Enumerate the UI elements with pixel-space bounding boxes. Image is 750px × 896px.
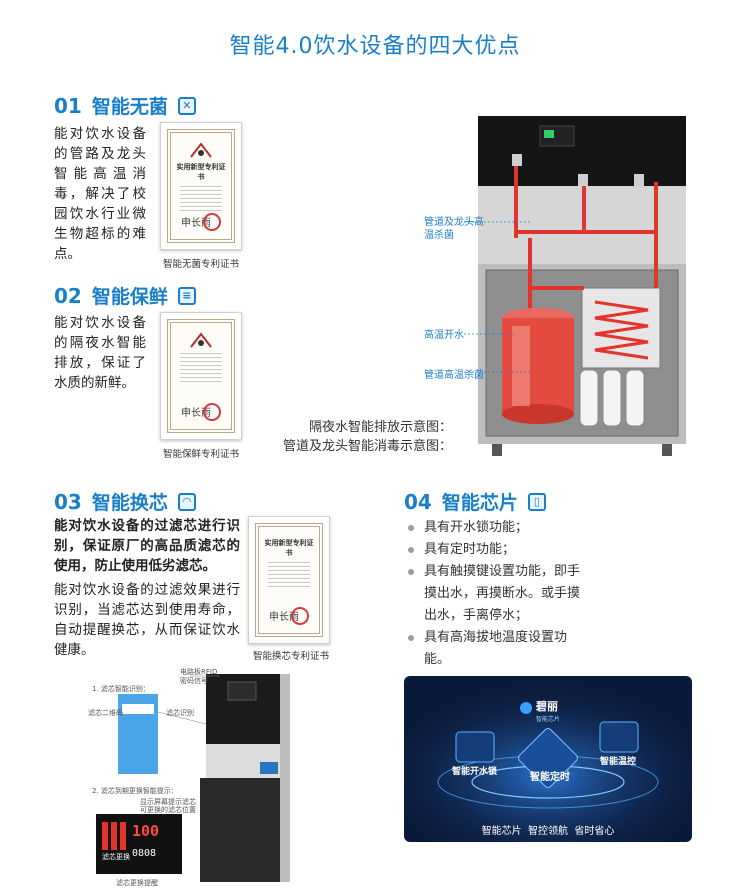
chip-slogan: 智能芯片 智控领航 省时省心	[481, 826, 615, 837]
tablet-icon: ▯	[527, 492, 546, 511]
section-title: 智能芯片	[441, 492, 518, 514]
certificate-signature: 申长雨	[181, 218, 211, 229]
chip-tile-lock: 智能开水锁	[452, 767, 498, 777]
label-hot-water: 高温开水	[424, 330, 464, 341]
filter-machine-illustration: 电路板RFID 密码信号 1. 滤芯智能识别： 滤芯二维码 滤芯识别 2. 滤芯…	[80, 664, 330, 890]
list-item: 具有定时功能；	[404, 539, 580, 561]
rfid-label: 电路板RFID 密码信号	[180, 668, 218, 685]
patent-certificate-01: 实用新型专利证书 申长雨	[160, 122, 242, 250]
section-title: 智能换芯	[91, 492, 168, 514]
chip-feature-list: 具有开水锁功能； 具有定时功能； 具有触摸键设置功能，即手摸出水，再摸断水。或手…	[404, 517, 580, 671]
certificate-caption: 智能换芯专利证书	[252, 651, 329, 662]
section-03-text-bold: 能对饮水设备的过滤芯进行识别，保证原厂的高品质滤芯的使用，防止使用低劣滤芯。	[54, 518, 240, 574]
section-title: 智能保鲜	[91, 286, 168, 308]
certificate-signature: 申长雨	[269, 612, 299, 623]
diagram-caption: 隔夜水智能排放示意图： 管道及龙头智能消毒示意图：	[252, 418, 452, 456]
chip-brand-sub: 智能芯片	[536, 716, 561, 723]
section-number: 02	[54, 283, 82, 308]
page-title: 智能4.0饮水设备的四大优点	[229, 34, 521, 59]
certificate-heading: 实用新型专利证书	[264, 539, 314, 557]
filter-qr-label: 滤芯二维码	[88, 709, 123, 717]
label-pipe-faucet-sterilize: 管道及龙头高温杀菌	[424, 217, 484, 241]
section-02-text: 能对饮水设备的隔夜水智能排放，保证了水质的新鲜。	[54, 315, 146, 391]
section-02-heading: 02 智能保鲜 ≡	[54, 282, 196, 309]
label-pipe-sterilize: 管道高温杀菌	[424, 370, 484, 381]
filter-recognize-label: 滤芯识别	[166, 709, 194, 717]
list-item: 具有开水锁功能；	[404, 517, 580, 539]
alarm-icon: ◠	[177, 492, 196, 511]
seal-icon	[203, 213, 221, 231]
filter-screen-note: 显示屏幕提示滤芯 可更换的滤芯位置	[140, 798, 196, 814]
smart-chip-visual: 碧丽 智能芯片 智能开水锁 智能定时 智能温控 智能芯片 智控领航 省时省心	[404, 676, 692, 842]
list-item: 具有高海拔地温度设置功能。	[404, 627, 580, 671]
filter-screen-value: 100	[132, 822, 160, 840]
chip-brand: 碧丽	[536, 700, 558, 713]
section-number: 03	[54, 489, 82, 514]
filter-screen-caption: 滤芯更换提醒	[116, 879, 158, 887]
certificate-heading: 实用新型专利证书	[176, 163, 226, 181]
filter-step-1: 1. 滤芯智能识别：	[92, 685, 150, 693]
filter-screen-time: 0808	[132, 848, 157, 859]
chip-tile-temp: 智能温控	[600, 757, 637, 767]
section-number: 04	[404, 489, 432, 514]
diagram-caption-line: 隔夜水智能排放示意图：	[308, 420, 452, 435]
diagram-caption-line: 管道及龙头智能消毒示意图：	[282, 439, 452, 454]
patent-logo-icon	[189, 142, 213, 160]
patent-certificate-03: 实用新型专利证书 申长雨	[248, 516, 330, 644]
seal-icon	[291, 607, 309, 625]
filter-screen-panel-label: 滤芯更换	[102, 853, 130, 861]
section-01-text: 能对饮水设备的管路及龙头智能高温消毒，解决了校园饮水行业微生物超标的难点。	[54, 126, 146, 262]
dispenser-cutaway-diagram	[420, 112, 700, 462]
patent-certificate-02: 申长雨	[160, 312, 242, 440]
section-title: 智能无菌	[91, 96, 168, 118]
section-03-heading: 03 智能换芯 ◠	[54, 488, 196, 515]
section-number: 01	[54, 93, 82, 118]
certificate-caption: 智能保鲜专利证书	[162, 449, 239, 460]
section-03-text: 能对饮水设备的过滤效果进行识别，当滤芯达到使用寿命，自动提醒换芯，从而保证饮水健…	[54, 582, 240, 658]
chip-tile-timer: 智能定时	[530, 772, 570, 783]
fresh-icon: ≡	[177, 286, 196, 305]
filter-step-2: 2. 滤芯到期更换智能提示：	[92, 787, 178, 795]
section-04-heading: 04 智能芯片 ▯	[404, 488, 546, 515]
certificate-signature: 申长雨	[181, 408, 211, 419]
section-01-heading: 01 智能无菌 ✕	[54, 92, 196, 119]
list-item: 具有触摸键设置功能，即手摸出水，再摸断水。或手摸出水，手离停水；	[404, 561, 580, 627]
sterilize-icon: ✕	[177, 96, 196, 115]
patent-logo-icon	[189, 332, 213, 350]
certificate-caption: 智能无菌专利证书	[162, 259, 239, 270]
seal-icon	[203, 403, 221, 421]
